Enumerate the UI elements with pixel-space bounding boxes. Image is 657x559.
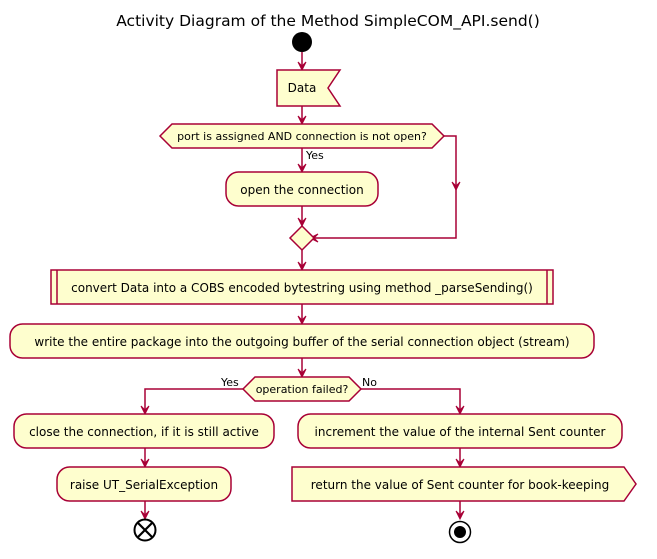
edge-open-to-merge: [297, 206, 307, 228]
edge-failed-yes: Yes: [140, 376, 243, 416]
write-package-node: write the entire package into the outgoi…: [9, 323, 595, 359]
data-input-label: Data: [288, 81, 317, 95]
port-yes-label: Yes: [305, 149, 324, 162]
return-counter-label: return the value of Sent counter for boo…: [311, 478, 609, 492]
edge-start-to-data: [297, 52, 307, 72]
return-counter-node: return the value of Sent counter for boo…: [291, 466, 637, 502]
edge-return-to-end: [455, 501, 465, 521]
failed-yes-label: Yes: [220, 376, 239, 389]
increment-counter-node: increment the value of the internal Sent…: [297, 413, 623, 449]
write-package-label: write the entire package into the outgoi…: [34, 335, 569, 349]
exit-node: [133, 518, 157, 542]
edge-convert-to-write: [297, 304, 307, 326]
failed-condition-node: operation failed?: [241, 376, 363, 402]
end-node: [448, 520, 472, 544]
failed-condition-label: operation failed?: [256, 383, 349, 396]
increment-counter-label: increment the value of the internal Sent…: [315, 425, 606, 439]
edge-merge-to-convert: [297, 250, 307, 272]
edge-write-to-condition: [297, 358, 307, 379]
open-connection-node: open the connection: [225, 171, 379, 207]
edge-close-to-raise: [140, 448, 150, 469]
edge-increment-to-return: [455, 448, 465, 469]
failed-no-label: No: [362, 376, 377, 389]
raise-exception-label: raise UT_SerialException: [70, 478, 218, 492]
edge-raise-to-exit: [140, 501, 150, 521]
convert-data-label: convert Data into a COBS encoded bytestr…: [71, 281, 533, 295]
edge-data-to-condition: [297, 106, 307, 126]
edge-port-yes: Yes: [297, 148, 324, 174]
merge-node: [288, 224, 316, 252]
convert-data-node: convert Data into a COBS encoded bytestr…: [50, 269, 554, 305]
edge-failed-no: No: [361, 376, 465, 416]
port-condition-label: port is assigned AND connection is not o…: [177, 130, 427, 143]
start-node: [292, 32, 312, 52]
close-connection-node: close the connection, if it is still act…: [13, 413, 275, 449]
open-connection-label: open the connection: [240, 183, 363, 197]
raise-exception-node: raise UT_SerialException: [56, 466, 232, 502]
close-connection-label: close the connection, if it is still act…: [29, 425, 259, 439]
diagram-title: Activity Diagram of the Method SimpleCOM…: [116, 12, 540, 31]
port-condition-node: port is assigned AND connection is not o…: [158, 123, 446, 149]
data-input-node: Data: [276, 69, 342, 107]
